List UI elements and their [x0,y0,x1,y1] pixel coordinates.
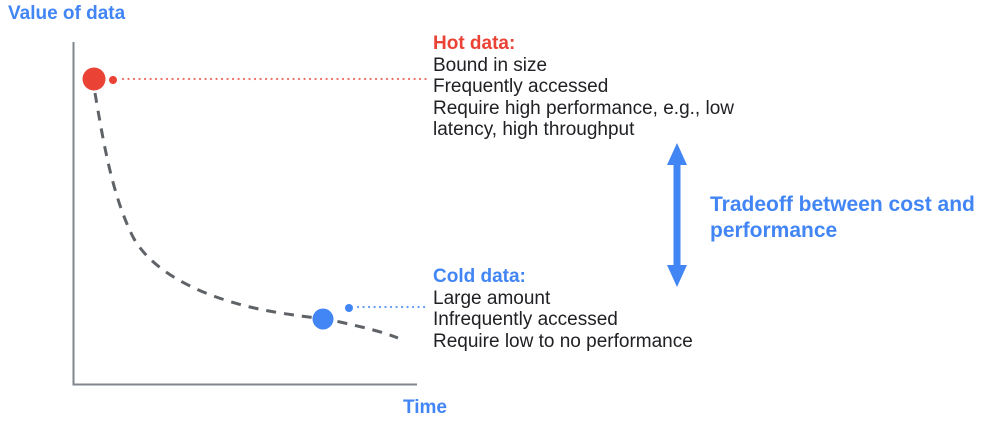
hot-data-line: Require high performance, e.g., low [433,97,734,119]
tradeoff-label-line: Tradeoff between cost and [710,193,975,216]
decay-curve [93,92,399,340]
hot-data-line: Frequently accessed [433,76,609,97]
cold-data-leader-dot [345,304,353,312]
cold-data-point [312,308,334,330]
hot-data-point [82,67,106,91]
y-axis-label: Value of data [8,3,126,24]
cold-data-line: Require low to no performance [433,330,693,352]
hot-data-line: Bound in size [433,54,548,76]
x-axis-label: Time [403,397,448,418]
hot-data-leader-dot [109,76,117,84]
cold-data-line: Infrequently accessed [433,309,618,330]
tradeoff-label: Tradeoff between cost and performance [710,192,975,244]
hot-data-annotation: Hot data: Bound in size Frequently acces… [433,33,734,141]
hot-data-line: latency, high throughput [433,119,635,140]
cold-data-heading: Cold data: [433,266,526,287]
cold-data-line: Large amount [433,287,551,309]
tradeoff-double-arrow-icon [667,143,687,287]
cold-data-annotation: Cold data: Large amount Infrequently acc… [433,266,693,352]
tradeoff-label-line: performance [710,219,838,242]
hot-data-heading: Hot data: [433,33,516,54]
